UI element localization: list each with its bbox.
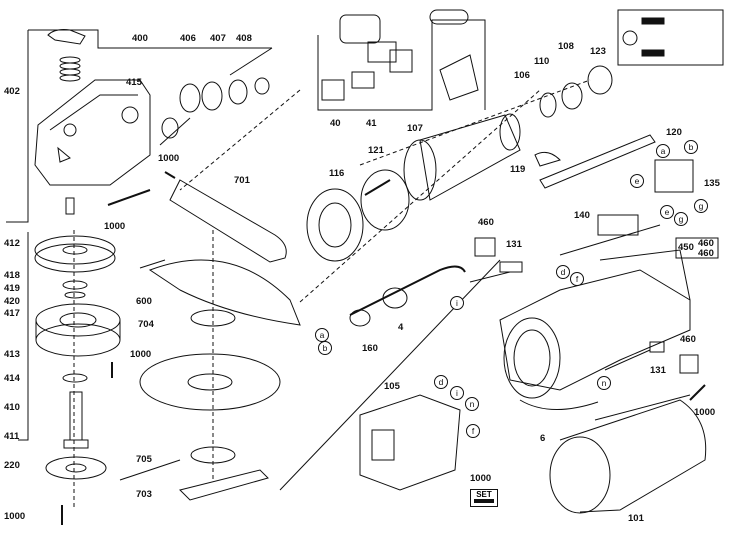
- part-label: 701: [234, 175, 250, 186]
- callout: a: [315, 328, 329, 342]
- part-label: 120: [666, 127, 682, 138]
- part-label: 460: [698, 248, 714, 259]
- callout: g: [674, 212, 688, 226]
- callout: e: [660, 205, 674, 219]
- part-label: 1000: [694, 407, 716, 418]
- part-label: 106: [514, 70, 530, 81]
- part-label: 40: [330, 118, 341, 129]
- part-label: 121: [368, 145, 384, 156]
- part-label: 460: [680, 334, 696, 345]
- gear-housing: [34, 79, 151, 186]
- part-label: 220: [4, 460, 20, 471]
- field-105: [359, 394, 461, 491]
- armature-107: [364, 113, 521, 201]
- callout: d: [556, 265, 570, 279]
- part-label: 450: [678, 242, 694, 253]
- grinding-disc: [139, 353, 281, 411]
- side-handle-701: [164, 171, 287, 263]
- part-label: 412: [4, 238, 20, 249]
- part-label: 1000: [130, 349, 152, 360]
- bevel-gear: [34, 235, 116, 265]
- callout: i: [450, 386, 464, 400]
- callout: a: [656, 144, 670, 158]
- part-label: 418: [4, 270, 20, 281]
- baffle-116: [306, 188, 364, 262]
- part-label: 410: [4, 402, 20, 413]
- ring-121: [360, 169, 410, 231]
- part-label: 160: [362, 343, 378, 354]
- part-label: 135: [704, 178, 720, 189]
- part-label: 41: [366, 118, 377, 129]
- set-badge-text: SET: [476, 490, 492, 499]
- part-label: 705: [136, 454, 152, 465]
- part-label: 415: [126, 77, 142, 88]
- switch-rod-120: [539, 134, 656, 189]
- bearing-set-415: [161, 77, 270, 139]
- part-label: 105: [384, 381, 400, 392]
- part-label: 417: [4, 308, 20, 319]
- part-label: 704: [138, 319, 154, 330]
- part-label: 101: [628, 513, 644, 524]
- part-label: 108: [558, 41, 574, 52]
- part-label: 123: [590, 46, 606, 57]
- part-label: 411: [4, 431, 20, 442]
- part-label: 131: [506, 239, 522, 250]
- set-badge: SET: [470, 489, 498, 507]
- part-label: 1000: [4, 511, 26, 522]
- part-label: 1000: [158, 153, 180, 164]
- part-label: 414: [4, 373, 20, 384]
- part-label: 460: [478, 217, 494, 228]
- callout: g: [694, 199, 708, 213]
- part-label: 413: [4, 349, 20, 360]
- callout: d: [434, 375, 448, 389]
- part-label: 460: [698, 238, 714, 249]
- part-label: 402: [4, 86, 20, 97]
- part-label: 131: [650, 365, 666, 376]
- part-label: 407: [210, 33, 226, 44]
- part-label: 703: [136, 489, 152, 500]
- part-label: 419: [4, 283, 20, 294]
- part-label: 408: [236, 33, 252, 44]
- part-label: 116: [329, 168, 345, 179]
- part-label: 6: [540, 433, 546, 444]
- bracket-410: [18, 232, 29, 441]
- part-label: 400: [132, 33, 148, 44]
- set-badge-bar: [474, 499, 494, 503]
- callout: n: [597, 376, 611, 390]
- callout: b: [684, 140, 698, 154]
- part-label: 1000: [470, 473, 492, 484]
- callout: f: [570, 272, 584, 286]
- part-label: 406: [180, 33, 196, 44]
- part-label: 110: [534, 56, 550, 67]
- callout: b: [318, 341, 332, 355]
- part-label: 600: [136, 296, 152, 307]
- housing-101: [549, 394, 707, 514]
- callout: e: [630, 174, 644, 188]
- cable-4: [349, 265, 466, 327]
- wheel-guard-600: [139, 259, 301, 326]
- callout: i: [450, 296, 464, 310]
- part-label: 4: [398, 322, 404, 333]
- lock-button: [47, 29, 86, 45]
- wrench-703: [179, 469, 269, 501]
- flange-704: [190, 309, 236, 327]
- bracket-402: [6, 30, 29, 223]
- part-label: 1000: [104, 221, 126, 232]
- part-label: 107: [407, 123, 423, 134]
- part-label: 140: [574, 210, 590, 221]
- callout: n: [465, 397, 479, 411]
- callout: f: [466, 424, 480, 438]
- part-label: 420: [4, 296, 20, 307]
- motor-housing-6: [499, 249, 691, 399]
- part-label: 119: [510, 164, 526, 175]
- bracket-40-41: [317, 35, 380, 111]
- nut-705: [190, 446, 236, 464]
